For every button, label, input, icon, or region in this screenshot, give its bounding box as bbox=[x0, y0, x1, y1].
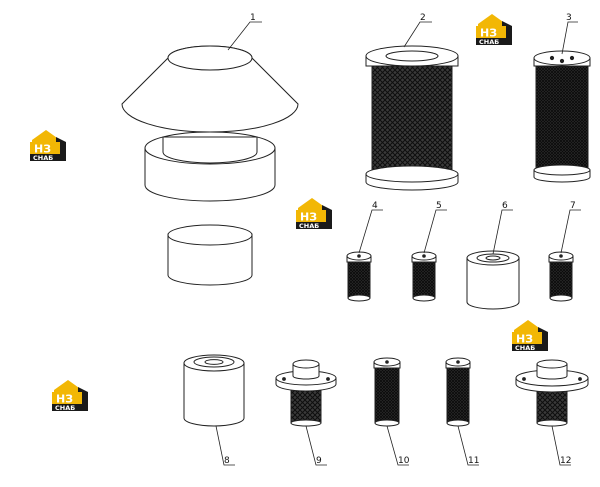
brand-logo-mark: НЗ bbox=[56, 393, 73, 406]
brand-logo: НЗ СНАБ bbox=[30, 130, 66, 162]
brand-logo-word: СНАБ bbox=[55, 404, 75, 412]
part-2-filter-element bbox=[365, 45, 459, 191]
part-label-8: 8 bbox=[224, 456, 230, 466]
brand-logo-word: СНАБ bbox=[479, 38, 499, 46]
part-1-breather-cap bbox=[121, 45, 299, 286]
part-12-breather-flange bbox=[515, 359, 589, 427]
part-label-2: 2 bbox=[420, 13, 426, 23]
brand-logo-mark: НЗ bbox=[480, 27, 497, 40]
brand-logo: НЗ СНАБ bbox=[296, 198, 332, 230]
part-7-small-element bbox=[548, 251, 574, 302]
part-8-spin-on-filter bbox=[183, 354, 245, 427]
part-label-9: 9 bbox=[316, 456, 322, 466]
brand-logo-mark: НЗ bbox=[34, 143, 51, 156]
part-4-small-element bbox=[346, 251, 372, 302]
brand-logo-mark: НЗ bbox=[300, 211, 317, 224]
part-label-10: 10 bbox=[398, 456, 410, 466]
part-9-breather-flange bbox=[275, 359, 337, 427]
part-label-6: 6 bbox=[502, 201, 508, 211]
brand-logo-word: СНАБ bbox=[515, 344, 535, 352]
part-11-filter-element bbox=[445, 357, 471, 427]
part-label-11: 11 bbox=[468, 456, 479, 466]
brand-logo: НЗ СНАБ bbox=[52, 380, 88, 412]
part-3-filter-element bbox=[533, 50, 591, 183]
brand-logo-mark: НЗ bbox=[516, 333, 533, 346]
brand-logo: НЗ СНАБ bbox=[512, 320, 548, 352]
part-label-5: 5 bbox=[436, 201, 442, 211]
part-label-12: 12 bbox=[560, 456, 571, 466]
part-labels: 1 2 3 4 5 6 7 8 9 10 11 12 bbox=[224, 13, 576, 466]
part-label-1: 1 bbox=[250, 13, 256, 23]
part-5-small-element bbox=[411, 251, 437, 302]
brand-logo: НЗ СНАБ bbox=[476, 14, 512, 46]
brand-logo-word: СНАБ bbox=[299, 222, 319, 230]
part-label-7: 7 bbox=[570, 201, 576, 211]
part-6-spin-on-filter bbox=[466, 250, 520, 310]
part-label-4: 4 bbox=[372, 201, 378, 211]
part-10-filter-element bbox=[373, 357, 401, 427]
part-label-3: 3 bbox=[566, 13, 572, 23]
leader-lines bbox=[215, 21, 581, 466]
brand-logo-word: СНАБ bbox=[33, 154, 53, 162]
